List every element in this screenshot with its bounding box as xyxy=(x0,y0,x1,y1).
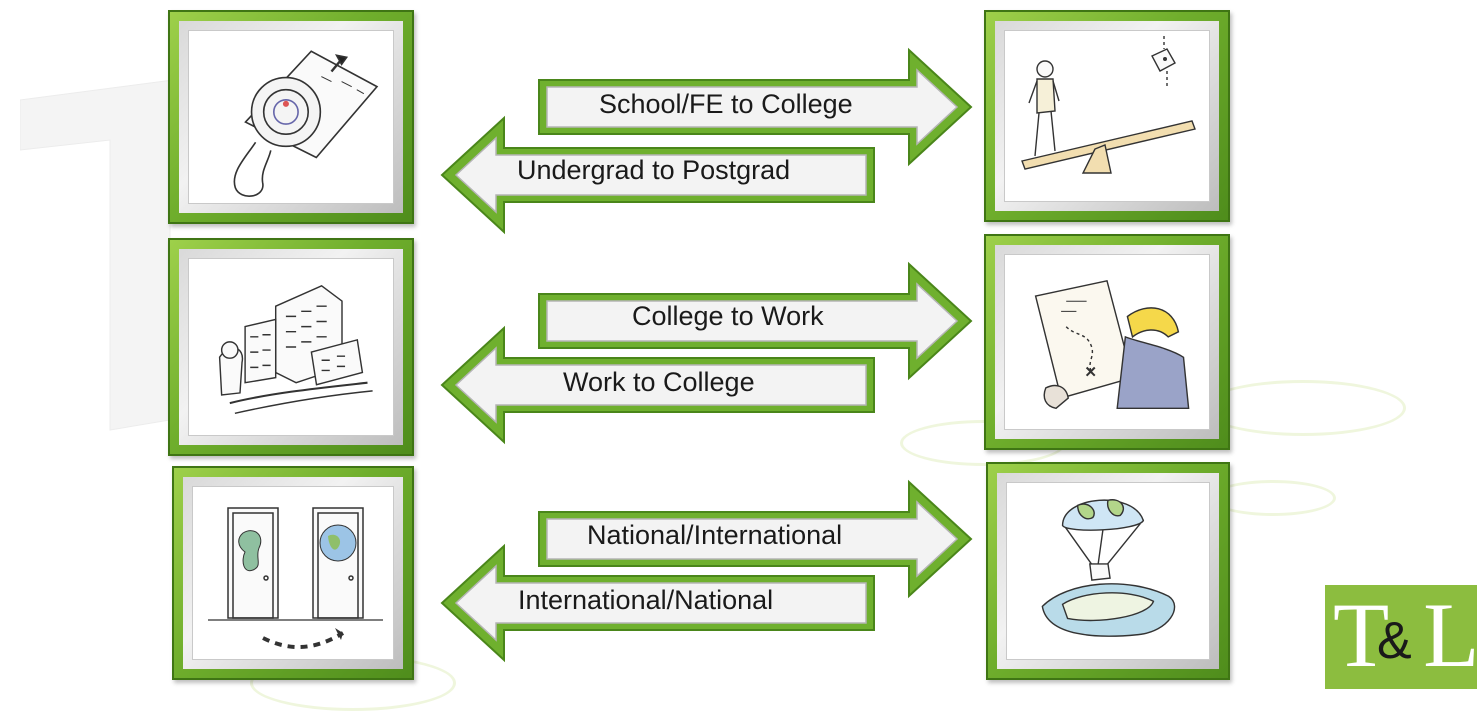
logo-ampersand: & xyxy=(1377,612,1412,670)
arrow-label: School/FE to College xyxy=(599,89,853,119)
arrow-label: National/International xyxy=(587,520,843,550)
arrow-label: Work to College xyxy=(563,367,755,397)
frame-globe xyxy=(986,462,1230,680)
arrow-left-work-to-college: Work to College xyxy=(440,325,876,445)
tl-logo: T L & xyxy=(1325,585,1477,689)
seesaw-icon xyxy=(1021,36,1196,174)
arrow-label: College to Work xyxy=(632,301,824,331)
frame-map xyxy=(984,234,1230,450)
arrow-label: International/National xyxy=(518,585,774,615)
city-buildings-icon xyxy=(218,284,373,414)
treasure-map-icon xyxy=(1034,279,1190,410)
arrow-left-undergrad-to-postgrad: Undergrad to Postgrad xyxy=(440,115,876,235)
arrow-right-school-to-college: School/FE to College xyxy=(537,47,975,167)
arrow-left-international-national: International/National xyxy=(440,543,876,663)
arrow-right-college-to-work: College to Work xyxy=(537,261,975,381)
frame-city xyxy=(168,238,414,456)
frame-doors xyxy=(172,466,414,680)
frame-compass xyxy=(168,10,414,224)
globe-parachute-icon xyxy=(1041,499,1176,637)
logo-letters: T L xyxy=(1333,584,1477,686)
compass-icon xyxy=(233,50,379,197)
background-ring xyxy=(1200,380,1406,436)
arrow-label: Undergrad to Postgrad xyxy=(517,155,791,185)
arrow-right-national-international: National/International xyxy=(537,479,975,599)
doors-icon xyxy=(208,507,383,650)
frame-seesaw xyxy=(984,10,1230,222)
